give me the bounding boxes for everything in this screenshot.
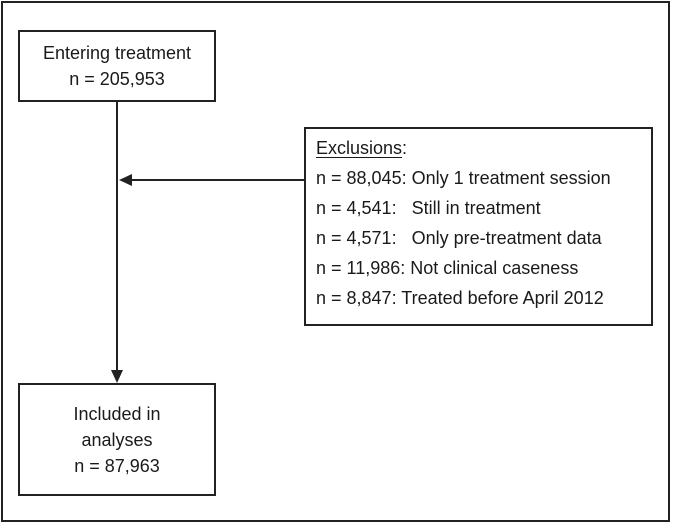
entering-treatment-box: Entering treatment n = 205,953 [18,30,216,102]
exclusion-item: n = 11,986: Not clinical caseness [316,258,579,278]
included-box: Included in analyses n = 87,963 [18,383,216,496]
entering-count: n = 205,953 [69,69,165,89]
figure-frame [1,1,670,522]
exclusions-box: Exclusions: n = 88,045: Only 1 treatment… [304,127,653,326]
exclusions-colon: : [402,138,408,158]
exclusion-item: n = 88,045: Only 1 treatment session [316,168,611,188]
exclusions-title: Exclusions [316,138,403,158]
exclusion-item: n = 4,571: Only pre-treatment data [316,228,602,248]
included-count: n = 87,963 [74,455,160,476]
included-label-line1: Included in [73,403,161,424]
exclusion-item: n = 8,847: Treated before April 2012 [316,288,604,308]
exclusion-arrowhead [119,174,132,186]
exclusion-item: n = 4,541: Still in treatment [316,198,541,218]
entering-label: Entering treatment [42,43,192,63]
exclusions-heading: Exclusions: [316,133,651,163]
included-label-line2: analyses [81,429,153,450]
main-flow-arrowhead [111,370,123,383]
